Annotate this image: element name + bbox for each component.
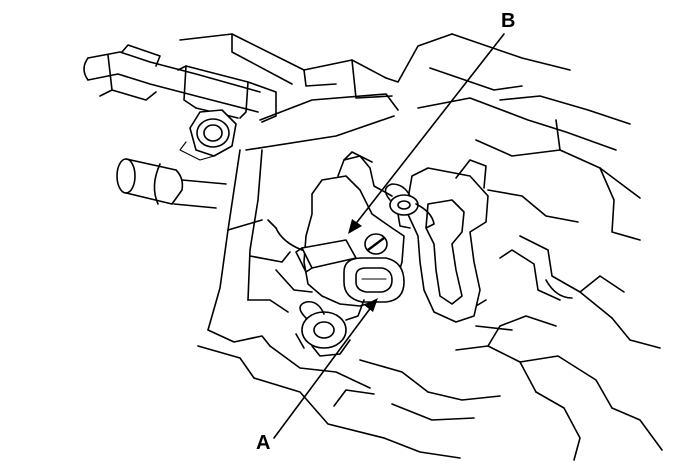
transmission-housing xyxy=(179,33,663,461)
callout-leader-b xyxy=(348,33,505,234)
upper-retaining-clip xyxy=(384,183,435,229)
left-pipe xyxy=(116,158,227,209)
callout-label-a: A xyxy=(256,432,271,454)
detent-plate xyxy=(405,159,489,323)
cable-end-eyelet xyxy=(267,219,405,303)
upper-rod-assembly xyxy=(83,44,277,123)
lower-retaining-clip xyxy=(295,299,365,357)
callout-leader-a xyxy=(273,298,378,439)
hex-bolt xyxy=(179,109,237,161)
callout-label-b: B xyxy=(501,10,516,32)
